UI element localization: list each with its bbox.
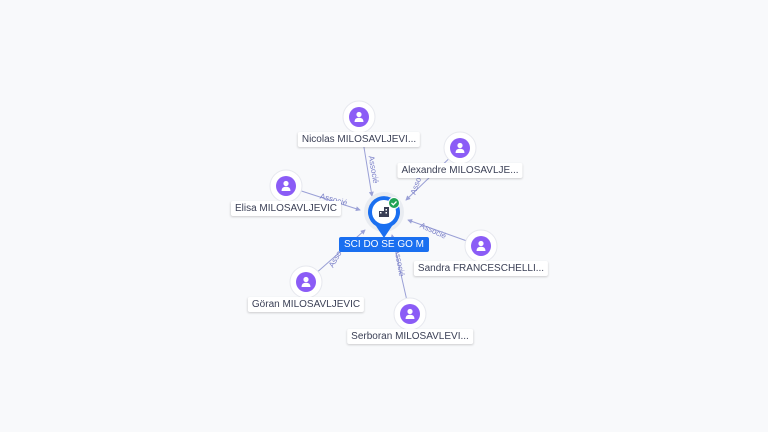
building-icon [379,207,389,217]
person-name-sandra[interactable]: Sandra FRANCESCHELLI... [413,261,549,276]
edge-label-serboran: Associé [393,248,407,278]
person-name-goran[interactable]: Göran MILOSAVLJEVIC [247,297,365,312]
person-node-goran[interactable] [289,265,323,299]
check-mark [391,201,397,206]
edge-label-nicolas: Associé [367,155,381,185]
person-name-serboran[interactable]: Serboran MILOSAVLEVI... [347,329,473,344]
person-name-nicolas[interactable]: Nicolas MILOSAVLJEVI... [297,132,421,147]
nodes-layer [269,100,498,331]
person-icon [281,180,291,191]
person-icon [455,142,465,153]
person-node-sandra[interactable] [464,229,498,263]
person-icon [405,308,415,319]
person-icon [301,276,311,287]
check-badge-icon [388,197,400,209]
person-node-alexandre[interactable] [443,131,477,165]
company-name-label[interactable]: SCI DO SE GO M [338,237,430,252]
person-node-elisa[interactable] [269,169,303,203]
person-name-alexandre[interactable]: Alexandre MILOSAVLJE... [397,163,523,178]
person-node-serboran[interactable] [393,297,427,331]
person-icon [354,111,364,122]
person-name-elisa[interactable]: Elisa MILOSAVLJEVIC [230,201,342,216]
company-node[interactable] [364,192,404,238]
person-icon [476,240,486,251]
person-node-nicolas[interactable] [342,100,376,134]
